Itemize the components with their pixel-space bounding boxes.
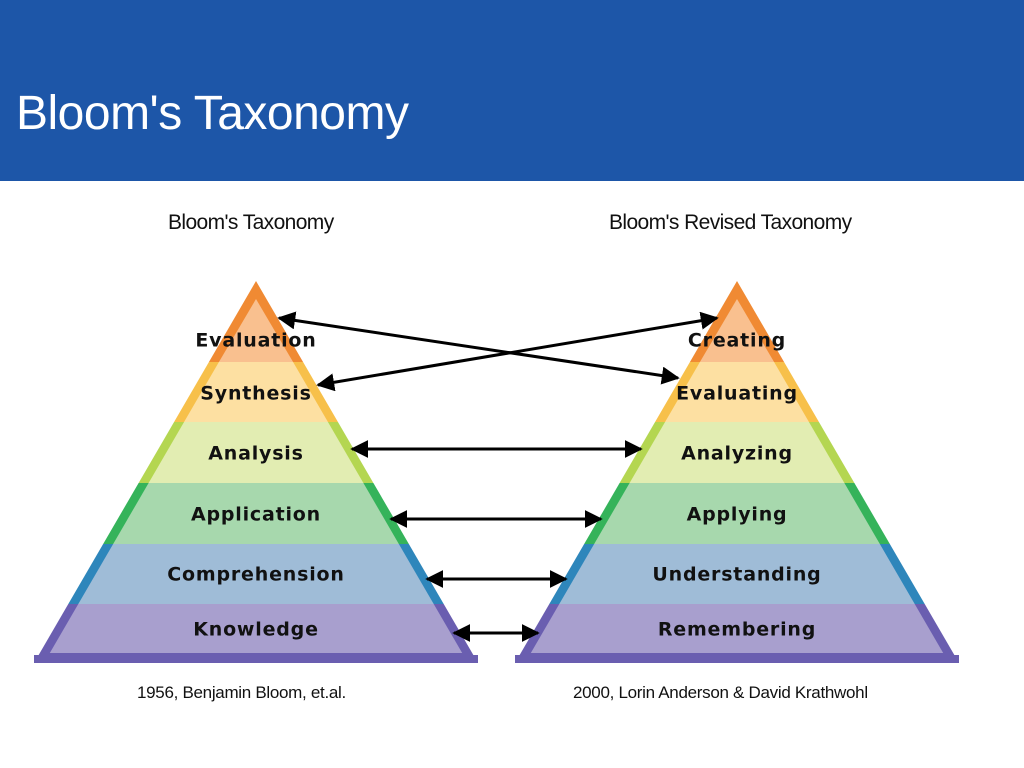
left-pyramid-heading: Bloom's Taxonomy: [168, 211, 334, 234]
left-level-label-comprehension: Comprehension: [167, 564, 344, 586]
right-level-3-fill: [629, 422, 845, 483]
right-pyramid: CreatingEvaluatingAnalyzingApplyingUnder…: [515, 281, 959, 663]
right-level-label-understanding: Understanding: [652, 564, 821, 586]
right-pyramid-base: [515, 655, 959, 663]
left-level-label-evaluation: Evaluation: [195, 330, 316, 352]
left-level-1-fill: [218, 299, 294, 362]
slide-title: Bloom's Taxonomy: [16, 87, 409, 140]
left-level-label-synthesis: Synthesis: [200, 383, 311, 405]
title-bar: Bloom's Taxonomy: [0, 0, 1024, 181]
right-level-5-fill: [559, 544, 915, 604]
right-level-4-fill: [594, 483, 880, 544]
arrow-synthesis-to-creating: [316, 311, 719, 392]
mapping-arrows: [277, 311, 719, 642]
left-level-label-analysis: Analysis: [208, 443, 303, 465]
left-level-label-application: Application: [191, 504, 321, 526]
right-level-label-remembering: Remembering: [658, 619, 816, 641]
right-level-label-analyzing: Analyzing: [681, 443, 793, 465]
right-level-label-evaluating: Evaluating: [676, 383, 798, 405]
left-level-6-fill: [49, 604, 463, 653]
right-level-label-applying: Applying: [687, 504, 788, 526]
arrow-evaluation-to-evaluating: [277, 311, 680, 385]
right-pyramid-heading: Bloom's Revised Taxonomy: [609, 211, 852, 234]
left-pyramid-credit: 1956, Benjamin Bloom, et.al.: [137, 683, 346, 702]
left-pyramid-base: [34, 655, 478, 663]
left-level-3-fill: [148, 422, 364, 483]
left-level-4-fill: [113, 483, 399, 544]
right-level-label-creating: Creating: [688, 330, 786, 352]
left-level-5-fill: [78, 544, 434, 604]
left-level-label-knowledge: Knowledge: [193, 619, 319, 641]
right-level-6-fill: [530, 604, 944, 653]
right-pyramid-credit: 2000, Lorin Anderson & David Krathwohl: [573, 683, 868, 702]
